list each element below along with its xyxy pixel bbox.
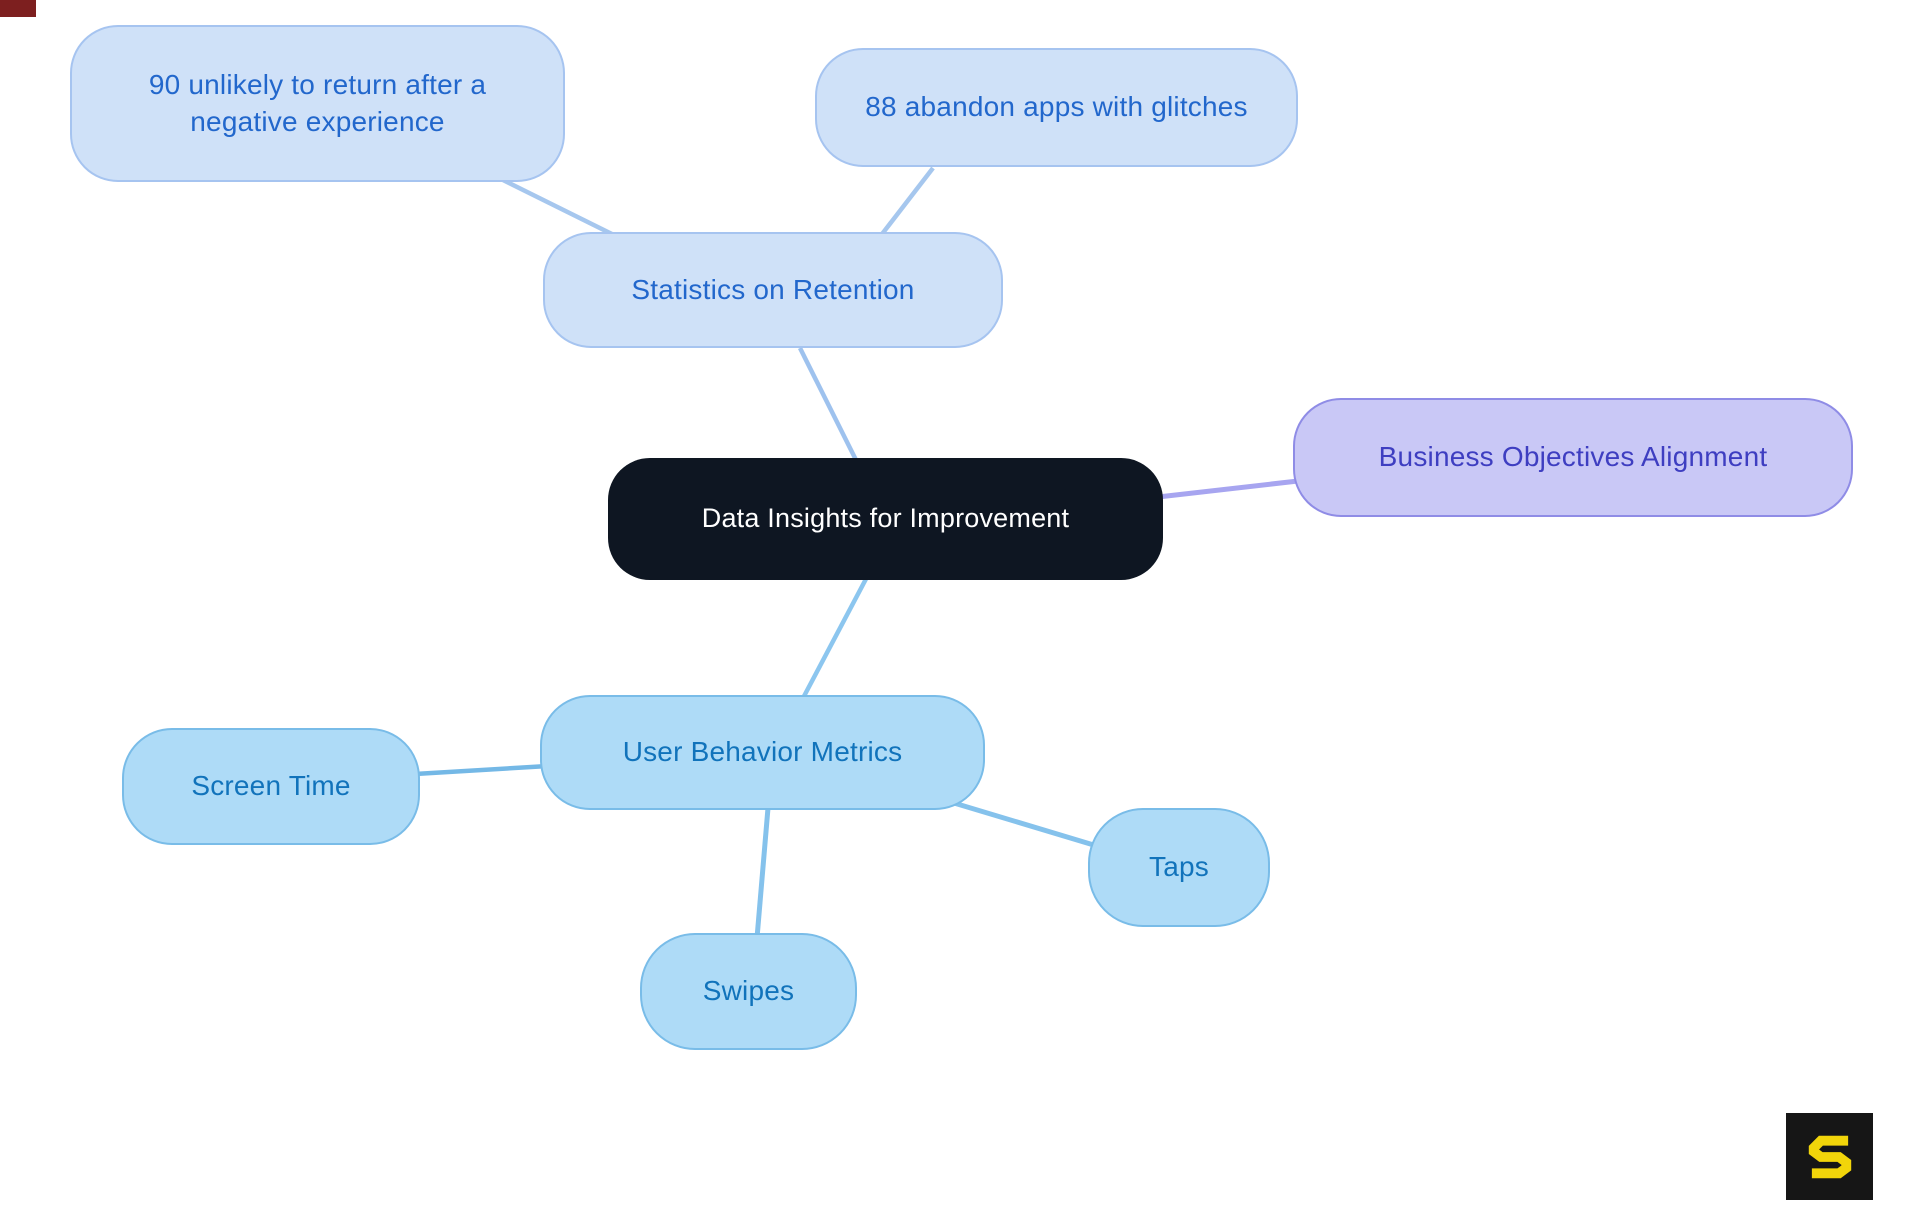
edge-statistics-central [797,346,861,466]
node-label: 90 unlikely to return after a negative e… [148,68,487,137]
node-label: Data Insights for Improvement [701,503,1070,534]
edge-88-statistics [877,166,935,240]
node-label: 88 abandon apps with glitches [865,91,1248,123]
node-label: Screen Time [191,770,351,802]
node-90-unlikely-to-return[interactable]: 90 unlikely to return after a negative e… [70,25,565,182]
node-statistics-on-retention[interactable]: Statistics on Retention [543,232,1003,348]
edge-screentime-ubm [414,763,549,777]
edge-central-business [1157,478,1299,500]
corner-artifact [0,0,36,17]
node-label: User Behavior Metrics [622,736,903,768]
node-screen-time[interactable]: Screen Time [122,728,420,845]
node-business-objectives-alignment[interactable]: Business Objectives Alignment [1293,398,1853,517]
edge-ubm-taps [943,797,1098,849]
node-taps[interactable]: Taps [1088,808,1270,927]
angular-s-icon [1808,1135,1851,1178]
node-label: Statistics on Retention [631,273,915,305]
node-label: Business Objectives Alignment [1378,441,1768,473]
edge-90-statistics [502,177,625,243]
node-user-behavior-metrics[interactable]: User Behavior Metrics [540,695,985,810]
node-label: Taps [1149,851,1209,883]
edge-central-ubm [800,575,869,702]
node-88-abandon-apps[interactable]: 88 abandon apps with glitches [815,48,1298,167]
node-swipes[interactable]: Swipes [640,933,857,1050]
edge-ubm-swipes [754,807,771,939]
watermark-logo [1786,1113,1873,1200]
node-label: Swipes [702,975,795,1007]
node-central-data-insights[interactable]: Data Insights for Improvement [608,458,1163,580]
